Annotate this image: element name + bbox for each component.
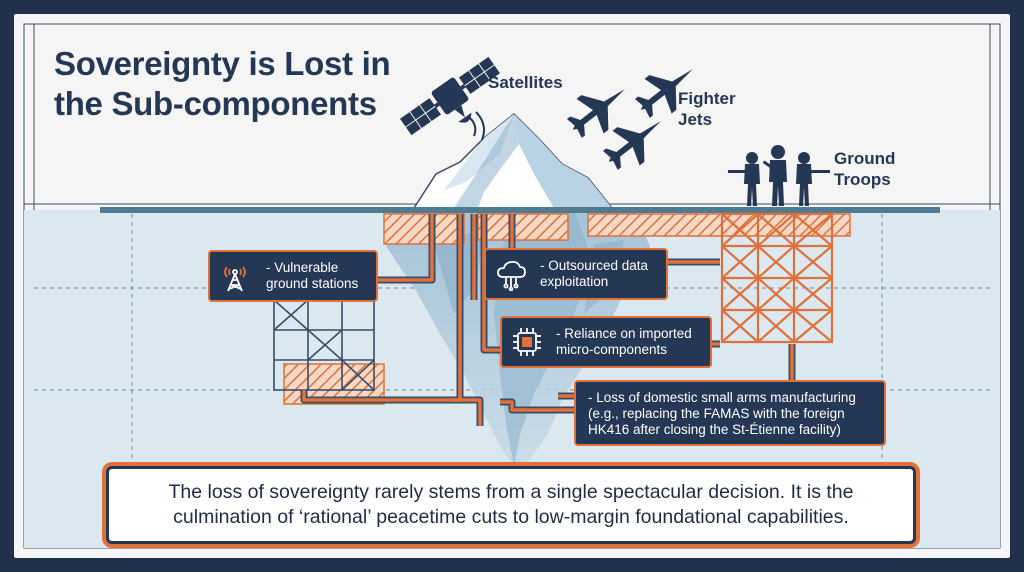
title-line-1: Sovereignty is Lost in [54,45,391,82]
callout-micro-components-line-2: micro-components [556,342,668,357]
scaffold-right [720,212,834,344]
fighter-jets-label-line-2: Jets [678,110,713,129]
soldiers-icon [728,145,830,206]
iceberg-tip [412,112,614,209]
callout-small-arms-line-3: HK416 after closing the St-Étienne facil… [588,422,841,437]
fighter-jet-icon [566,69,693,170]
microchip-icon [513,328,541,356]
satellites-label-text: Satellites [488,73,563,92]
callout-ground-stations-line-2: ground stations [266,276,359,291]
callout-micro-components-text: - Reliance on imported micro-components [556,326,692,358]
ground-troops-label-line-1: Ground [834,149,896,168]
callout-small-arms-line-2: (e.g., replacing the FAMAS with the fore… [588,406,845,421]
summary-line-1: The loss of sovereignty rarely stems fro… [168,481,854,503]
callout-small-arms: - Loss of domestic small arms manufactur… [574,380,886,446]
fighter-jets-label-line-1: Fighter [678,89,736,108]
satellite-icon [400,56,500,136]
infographic-frame: Sovereignty is Lost in the Sub-component… [14,14,1010,558]
callout-micro-components-line-1: - Reliance on imported [556,326,692,341]
callout-micro-components: - Reliance on imported micro-components [500,316,712,368]
fighter-jets-label: Fighter Jets [678,88,736,130]
ground-troops-label: Ground Troops [834,148,895,190]
cloud-data-icon [497,260,526,291]
callout-small-arms-text: - Loss of domestic small arms manufactur… [588,390,856,438]
title-line-2: the Sub-components [54,85,377,122]
callout-data-line-2: exploitation [540,274,609,289]
callout-data: - Outsourced data exploitation [484,248,668,300]
callout-ground-stations-text: - Vulnerable ground stations [266,260,358,292]
summary-line-2: culmination of ‘rational’ peacetime cuts… [173,506,849,528]
callout-data-text: - Outsourced data exploitation [540,258,648,290]
signal-waves-icon [469,111,485,141]
ground-troops-label-line-2: Troops [834,170,891,189]
callout-small-arms-line-1: - Loss of domestic small arms manufactur… [588,390,856,405]
summary-box: The loss of sovereignty rarely stems fro… [106,466,916,544]
radio-tower-icon [224,266,246,292]
waterline [100,207,940,213]
callout-ground-stations: - Vulnerable ground stations [208,250,378,302]
satellites-label: Satellites [488,72,563,93]
callout-ground-stations-line-1: - Vulnerable [266,260,339,275]
callout-data-line-1: - Outsourced data [540,258,649,273]
page-title: Sovereignty is Lost in the Sub-component… [54,44,391,124]
